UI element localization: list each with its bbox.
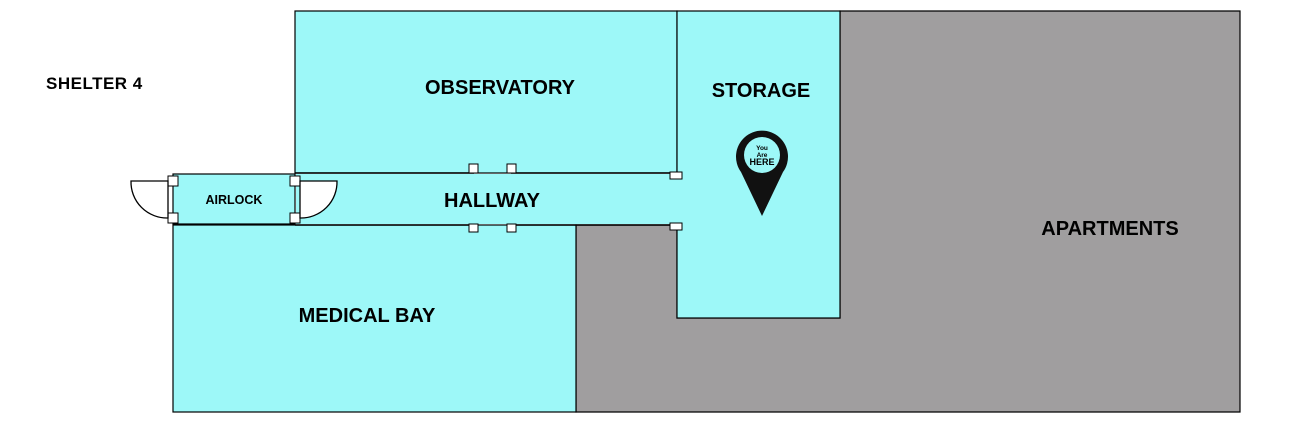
label-airlock: AIRLOCK [206, 193, 263, 207]
room-observatory[interactable] [294, 10, 678, 174]
marker-text-here: HERE [749, 157, 774, 167]
hallway-walls [295, 172, 677, 226]
label-storage: STORAGE [712, 80, 811, 102]
door-posts [167, 163, 683, 233]
label-medical-bay: MEDICAL BAY [299, 305, 436, 327]
airlock-doors[interactable] [130, 180, 338, 219]
map-title: SHELTER 4 [46, 74, 143, 93]
marker-text-are: Are [757, 152, 768, 159]
room-medical-bay[interactable] [172, 224, 577, 413]
room-hallway[interactable] [296, 174, 678, 224]
label-apartments: APARTMENTS [1041, 218, 1178, 240]
label-hallway: HALLWAY [444, 190, 541, 212]
marker-text-you: You [756, 145, 768, 152]
location-pin-icon[interactable]: You Are HERE [736, 130, 788, 216]
label-observatory: OBSERVATORY [425, 77, 576, 99]
room-airlock[interactable] [172, 173, 296, 225]
